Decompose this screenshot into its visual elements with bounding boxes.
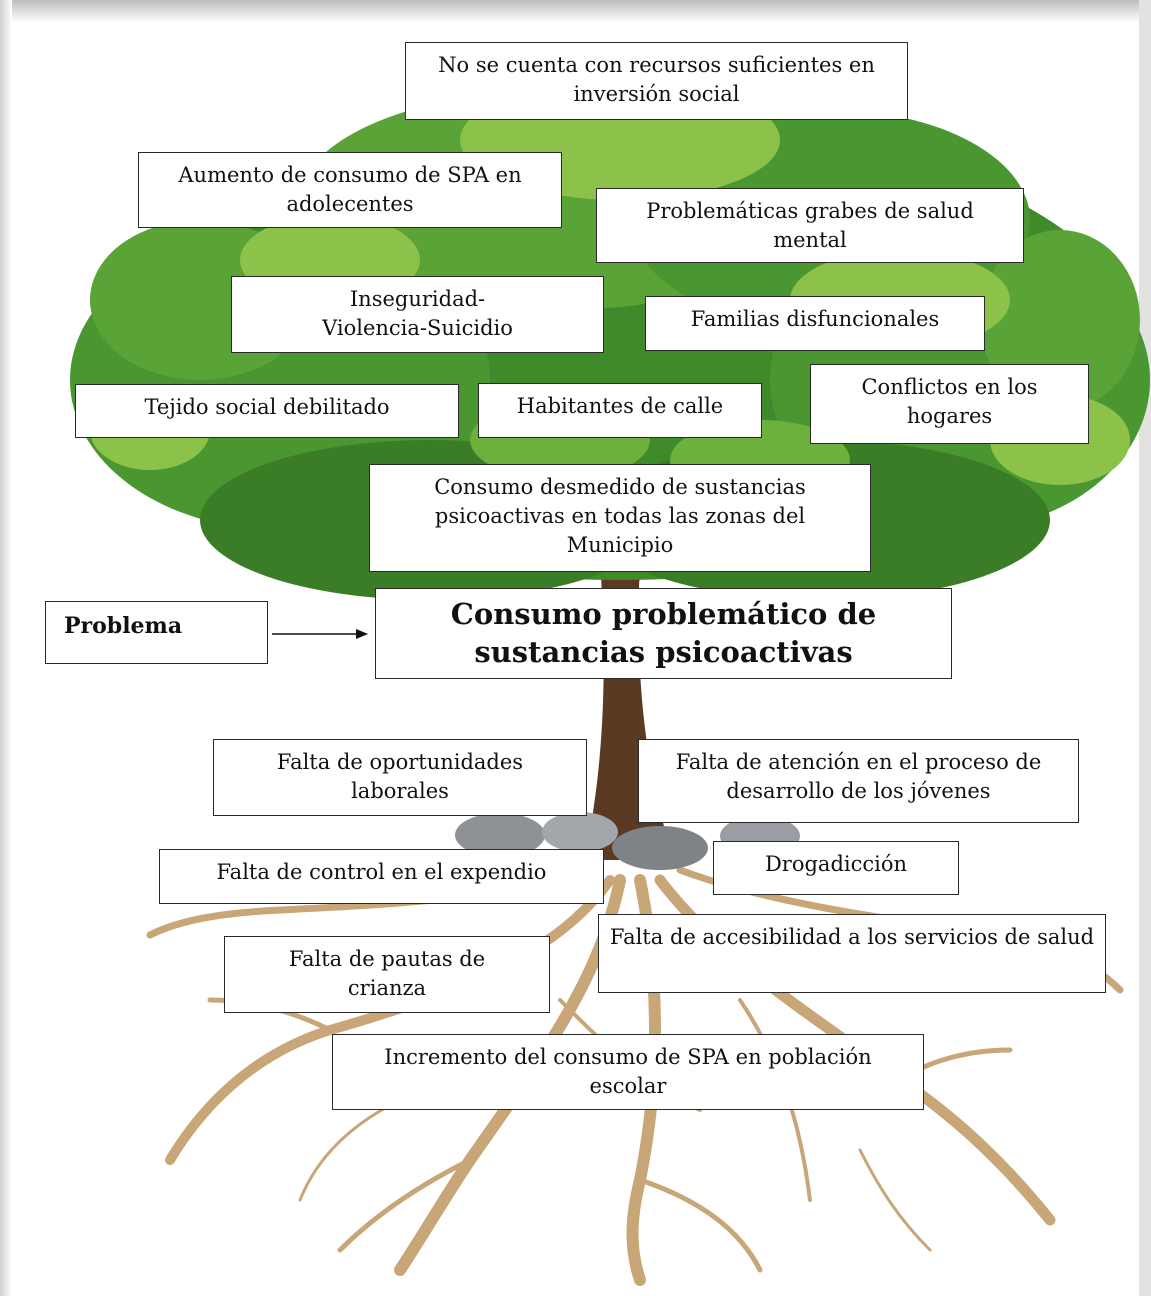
cause-box-6: Falta de accesibilidad a los servicios d…	[598, 914, 1106, 993]
cause-text-6: Falta de accesibilidad a los servicios d…	[609, 925, 1095, 949]
frame-shadow-left	[0, 0, 12, 1296]
cause-text-7: Incremento del consumo de SPA en poblaci…	[384, 1045, 872, 1098]
effect-text-8: Conflictos en los hogares	[861, 375, 1038, 428]
effect-text-1: No se cuenta con recursos suficientes en…	[438, 53, 875, 106]
frame-shadow-top	[0, 0, 1151, 22]
cause-text-2: Falta de atención en el proceso de desar…	[675, 750, 1042, 803]
effect-text-6: Tejido social debilitado	[144, 395, 390, 419]
problem-arrow	[272, 629, 368, 639]
effect-text-3: Problemáticas grabes de salud mental	[646, 199, 974, 252]
effect-box-3: Problemáticas grabes de salud mental	[596, 188, 1024, 263]
cause-text-5: Falta de pautas de crianza	[288, 947, 486, 1000]
cause-box-5: Falta de pautas de crianza	[224, 936, 550, 1013]
cause-text-3: Falta de control en el expendio	[216, 860, 547, 884]
cause-box-3: Falta de control en el expendio	[159, 849, 604, 904]
cause-box-1: Falta de oportunidades laborales	[213, 739, 587, 816]
effect-text-4: Inseguridad-Violencia-Suicidio	[322, 287, 513, 340]
core-problem-text: Consumo problemático de sustancias psico…	[450, 597, 877, 669]
tree-trunk	[560, 560, 700, 860]
effect-text-9: Consumo desmedido de sustancias psicoact…	[434, 475, 806, 557]
effect-text-2: Aumento de consumo de SPA en adolecentes	[178, 163, 522, 216]
core-problem-box: Consumo problemático de sustancias psico…	[375, 588, 952, 679]
problem-label: Problema	[64, 613, 183, 639]
cause-box-4: Drogadicción	[713, 841, 959, 895]
effect-box-1: No se cuenta con recursos suficientes en…	[405, 42, 908, 120]
effect-text-5: Familias disfuncionales	[690, 307, 940, 331]
effect-box-6: Tejido social debilitado	[75, 384, 459, 438]
cause-text-4: Drogadicción	[764, 852, 908, 876]
cause-text-1: Falta de oportunidades laborales	[276, 750, 524, 803]
problem-label-box: Problema	[45, 601, 268, 664]
effect-box-4: Inseguridad-Violencia-Suicidio	[231, 276, 604, 353]
effect-text-7: Habitantes de calle	[516, 394, 724, 418]
effect-box-9: Consumo desmedido de sustancias psicoact…	[369, 464, 871, 572]
effect-box-7: Habitantes de calle	[478, 383, 762, 438]
effect-box-2: Aumento de consumo de SPA en adolecentes	[138, 152, 562, 228]
effect-box-8: Conflictos en los hogares	[810, 364, 1089, 444]
cause-box-2: Falta de atención en el proceso de desar…	[638, 739, 1079, 823]
frame-shadow-right	[1139, 0, 1151, 1296]
cause-box-7: Incremento del consumo de SPA en poblaci…	[332, 1034, 924, 1110]
effect-box-5: Familias disfuncionales	[645, 296, 985, 351]
